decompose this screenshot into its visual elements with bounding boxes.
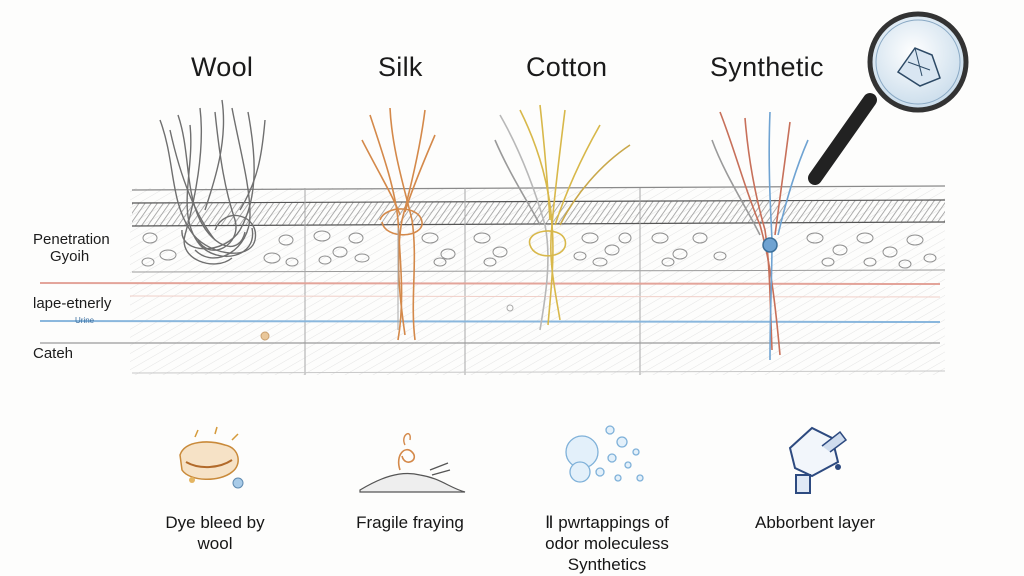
blue-line	[39, 320, 941, 323]
caption-odor-line2: odor moleculess	[545, 534, 669, 553]
label-penetration: Penetration	[33, 231, 110, 248]
red-line	[39, 282, 941, 285]
heading-silk: Silk	[378, 52, 423, 82]
frayed-thread-icon	[359, 432, 466, 493]
pebble-layer	[141, 230, 937, 269]
label-catch: Cateh	[33, 345, 74, 362]
heading-wool: Wool	[191, 52, 254, 82]
absorbent-bottle-icon	[788, 426, 848, 494]
wool-fibers	[159, 99, 266, 265]
caption-odor-line1: Ⅱ pwrtappings of	[545, 513, 669, 532]
bubbles-icon	[565, 425, 644, 483]
caption-odor-line3: Synthetics	[567, 555, 647, 574]
heading-synthetic: Synthetic	[710, 52, 824, 82]
caption-fragile-fraying: Fragile fraying	[356, 513, 464, 532]
label-urine: Urine	[75, 316, 95, 325]
caption-dye-bleed-line2: wool	[197, 534, 233, 553]
caption-odor-molecules: Ⅱ pwrtappings of odor moleculess Synthet…	[512, 512, 702, 575]
label-layer: lape-etnerly	[33, 295, 112, 312]
cotton-fibers	[494, 104, 631, 331]
silk-fibers	[361, 107, 436, 341]
heading-cotton: Cotton	[526, 52, 608, 82]
magnifier-icon	[808, 11, 969, 185]
label-growth: Gyoih	[50, 248, 90, 265]
caption-dye-bleed-line1: Dye bleed by	[165, 513, 265, 532]
layer-block	[130, 185, 946, 375]
caption-dye-bleed: Dye bleed by wool	[150, 512, 280, 554]
caption-absorbent-layer: Abborbent layer	[754, 513, 876, 532]
dye-blob-icon	[179, 426, 244, 489]
